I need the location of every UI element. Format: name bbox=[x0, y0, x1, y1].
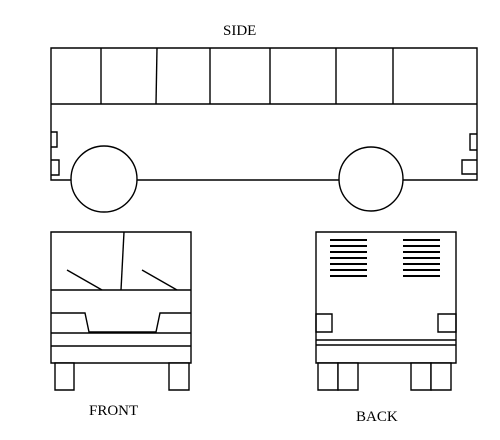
front-wiper-left bbox=[67, 270, 102, 290]
back-view-bus bbox=[316, 232, 456, 390]
side-front-wheel bbox=[71, 146, 137, 212]
back-taillight-right bbox=[438, 314, 456, 332]
back-view-label: BACK bbox=[356, 409, 398, 425]
side-rear-wheel bbox=[339, 147, 403, 211]
side-body-outline bbox=[51, 48, 477, 180]
front-view-label: FRONT bbox=[89, 403, 139, 419]
back-taillight-left bbox=[316, 314, 332, 332]
front-wiper-right bbox=[142, 270, 177, 290]
back-dual-wheel-left bbox=[318, 363, 358, 390]
front-windshield-divider bbox=[121, 232, 124, 290]
side-front-lights bbox=[51, 132, 59, 175]
side-view-label: SIDE bbox=[223, 23, 257, 39]
side-window-dividers bbox=[101, 48, 393, 104]
front-wheel-right bbox=[169, 363, 189, 390]
front-body-outline bbox=[51, 232, 191, 363]
back-dual-wheel-right bbox=[411, 363, 451, 390]
front-view-bus bbox=[51, 232, 191, 390]
side-rear-lights bbox=[462, 134, 477, 174]
back-right-vent-grille bbox=[403, 240, 440, 276]
back-left-vent-grille bbox=[330, 240, 367, 276]
front-wheel-left bbox=[55, 363, 74, 390]
front-grille-panel bbox=[51, 313, 191, 332]
side-view-bus bbox=[51, 48, 477, 212]
back-body-outline bbox=[316, 232, 456, 363]
